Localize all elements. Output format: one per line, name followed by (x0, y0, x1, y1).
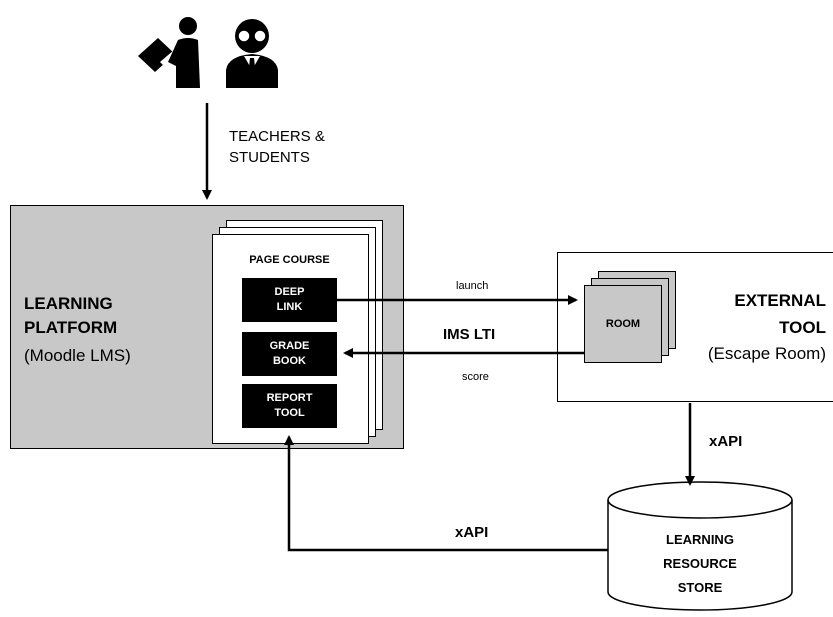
report-tool-module: REPORT TOOL (242, 384, 337, 428)
actors-icons (138, 17, 278, 88)
student-reading-icon (138, 17, 200, 88)
external-tool-subtitle: (Escape Room) (707, 344, 826, 363)
score-label: score (462, 371, 489, 383)
room-label: ROOM (605, 318, 641, 330)
grade-book-module: GRADE BOOK (242, 332, 337, 376)
launch-label: launch (456, 280, 489, 292)
xapi-store-platform-label: xAPI (455, 524, 489, 541)
external-tool-title: EXTERNAL TOOL (734, 291, 826, 337)
page-course-title: PAGE COURSE (249, 254, 330, 266)
learning-platform-title: LEARNING PLATFORM (24, 294, 118, 337)
actors-label: TEACHERS & STUDENTS (229, 128, 325, 166)
xapi-tool-store-label: xAPI (709, 433, 743, 450)
learning-resource-store-label: LEARNING RESOURCE STORE (663, 532, 737, 595)
ims-lti-label: IMS LTI (443, 326, 496, 343)
teacher-icon (226, 19, 278, 88)
xapi-store-to-platform-arrow (284, 435, 608, 552)
deep-link-module: DEEP LINK (242, 278, 337, 322)
learning-platform-subtitle: (Moodle LMS) (24, 346, 131, 365)
learning-resource-store-cylinder (607, 481, 793, 611)
room-box (584, 285, 662, 363)
